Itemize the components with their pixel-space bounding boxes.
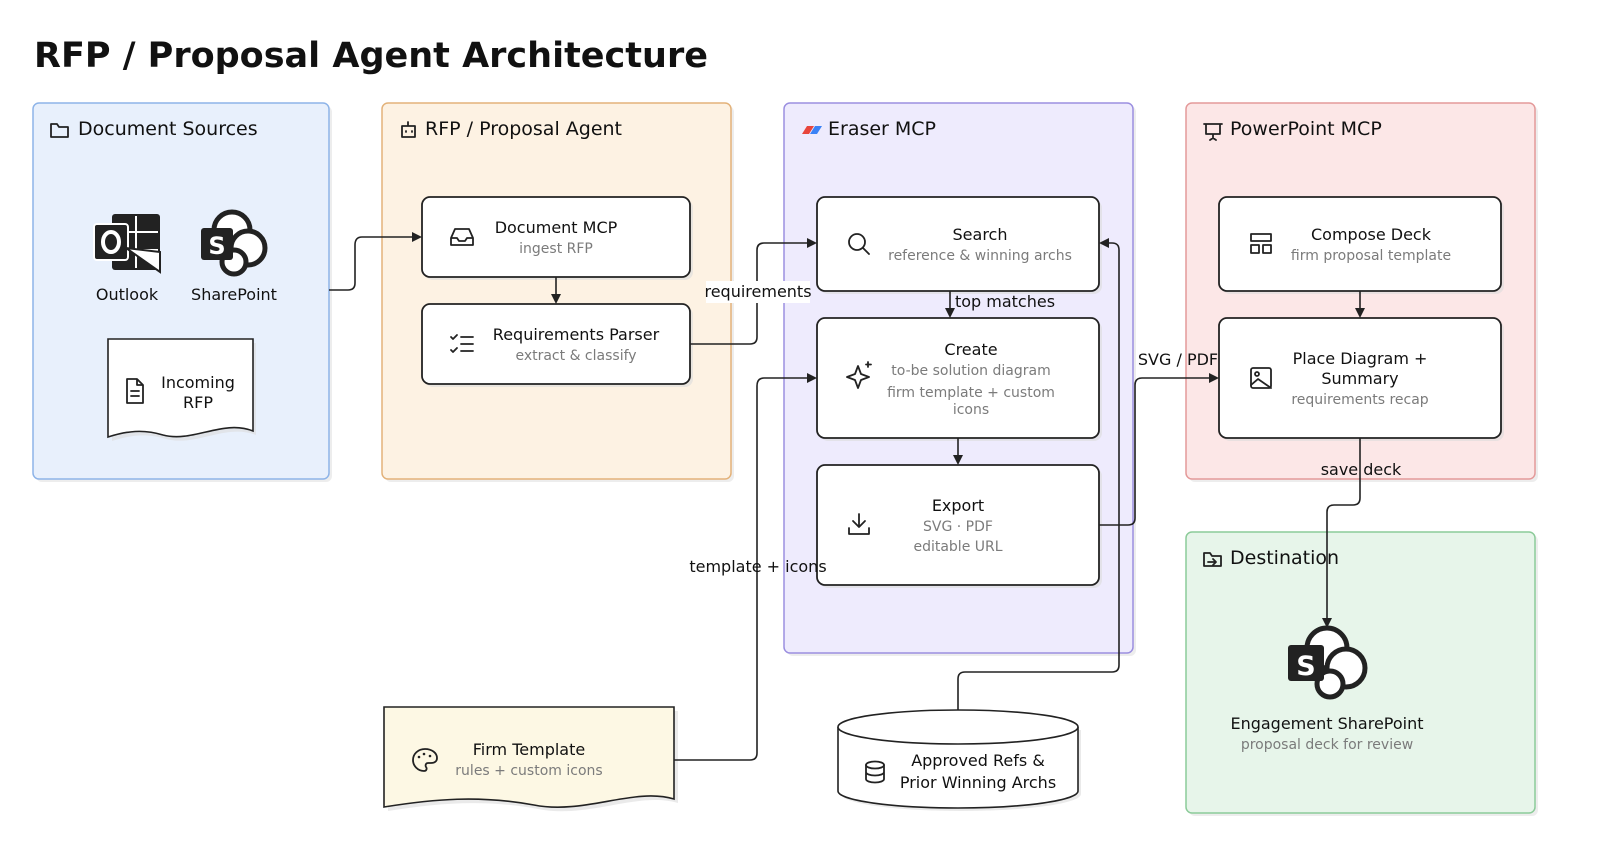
group-eraser-mcp: Eraser MCP Search reference & winning ar… (783, 102, 1136, 656)
presentation-icon (1203, 123, 1223, 141)
edge-label-svg-pdf: SVG / PDF (1138, 350, 1218, 369)
engagement-sharepoint-title: Engagement SharePoint (1230, 714, 1423, 733)
edge-labels: requirements top matches SVG / PDF save … (689, 281, 1402, 576)
group-title-destination: Destination (1230, 547, 1339, 569)
document-mcp-title: Document MCP (495, 218, 618, 237)
place-diagram-sub: requirements recap (1291, 392, 1428, 408)
search-sub: reference & winning archs (888, 248, 1072, 264)
create-sub3: icons (953, 402, 989, 418)
engagement-sharepoint-node: S Engagement SharePoint proposal deck fo… (1230, 625, 1424, 753)
incoming-rfp-line2: RFP (183, 393, 213, 412)
search-node: Search reference & winning archs (816, 196, 1102, 294)
group-rfp-proposal-agent: RFP / Proposal Agent Document MCP ingest… (381, 102, 734, 482)
sharepoint-label: SharePoint (191, 285, 277, 304)
incoming-rfp-node: Incoming RFP (107, 338, 256, 441)
group-title-rfp-agent: RFP / Proposal Agent (425, 118, 622, 140)
folder-output-icon (1203, 552, 1222, 567)
edge-refs-to-search (957, 238, 1120, 710)
create-node: Create to-be solution diagram firm templ… (816, 317, 1102, 441)
requirements-parser-sub: extract & classify (515, 348, 636, 364)
inbox-icon (450, 228, 474, 246)
edge-template-to-create (674, 373, 817, 761)
database-icon (865, 760, 885, 784)
eraser-logo-icon (802, 126, 822, 134)
place-diagram-node: Place Diagram + Summary requirements rec… (1218, 317, 1504, 441)
requirements-parser-title: Requirements Parser (493, 325, 660, 344)
document-mcp-sub: ingest RFP (519, 241, 593, 257)
approved-refs-line1: Approved Refs & (911, 751, 1045, 770)
edge-place-to-engagement (1322, 438, 1361, 628)
folder-icon (50, 123, 69, 138)
group-title-powerpoint: PowerPoint MCP (1230, 118, 1382, 140)
place-diagram-title2: Summary (1321, 369, 1398, 388)
image-icon (1250, 367, 1272, 389)
create-title: Create (944, 340, 997, 359)
outlook-label: Outlook (96, 285, 159, 304)
group-document-sources: Document Sources Outlook S SharePoint (32, 102, 332, 482)
svg-text:S: S (1296, 651, 1315, 682)
place-diagram-title1: Place Diagram + (1293, 349, 1428, 368)
group-powerpoint-mcp: PowerPoint MCP Compose Deck firm proposa… (1185, 102, 1538, 482)
approved-refs-node: Approved Refs & Prior Winning Archs (837, 709, 1081, 811)
export-sub2: editable URL (913, 539, 1002, 555)
compose-deck-title: Compose Deck (1311, 225, 1432, 244)
export-sub1: SVG · PDF (923, 519, 993, 535)
document-icon (126, 378, 144, 404)
firm-template-sub: rules + custom icons (455, 763, 602, 779)
robot-icon (401, 121, 416, 138)
svg-text:S: S (208, 232, 225, 260)
group-title-eraser: Eraser MCP (828, 118, 936, 140)
sparkle-icon (846, 361, 872, 389)
sharepoint-icon: S (201, 209, 268, 277)
approved-refs-line2: Prior Winning Archs (900, 773, 1056, 792)
incoming-rfp-line1: Incoming (161, 373, 235, 392)
palette-icon (412, 748, 438, 772)
export-title: Export (932, 496, 984, 515)
requirements-parser-node: Requirements Parser extract & classify (421, 303, 693, 387)
outlook-icon (93, 214, 161, 274)
edge-export-to-place-diagram (1099, 373, 1219, 526)
create-sub2: firm template + custom (887, 385, 1055, 401)
search-icon (848, 233, 870, 255)
edge-label-save-deck: save deck (1321, 460, 1402, 479)
firm-template-title: Firm Template (473, 740, 585, 759)
group-destination: Destination S Engagement SharePoint prop… (1185, 531, 1538, 816)
search-title: Search (953, 225, 1008, 244)
export-node: Export SVG · PDF editable URL (816, 464, 1102, 588)
page-title: RFP / Proposal Agent Architecture (34, 36, 708, 76)
firm-template-node: Firm Template rules + custom icons (383, 706, 678, 812)
compose-deck-sub: firm proposal template (1291, 248, 1451, 264)
document-mcp-node: Document MCP ingest RFP (421, 196, 693, 280)
edge-sources-to-document-mcp (329, 232, 422, 291)
engagement-sharepoint-sub: proposal deck for review (1241, 737, 1413, 753)
layout-icon (1250, 233, 1272, 254)
group-title-document-sources: Document Sources (78, 118, 258, 140)
create-sub1: to-be solution diagram (891, 363, 1050, 379)
download-icon (848, 513, 870, 535)
sharepoint-icon: S (1288, 625, 1368, 700)
edge-label-top-matches: top matches (955, 292, 1055, 311)
edge-label-requirements: requirements (704, 282, 811, 301)
checklist-icon (450, 334, 474, 353)
edge-label-template-icons: template + icons (689, 557, 826, 576)
compose-deck-node: Compose Deck firm proposal template (1218, 196, 1504, 294)
